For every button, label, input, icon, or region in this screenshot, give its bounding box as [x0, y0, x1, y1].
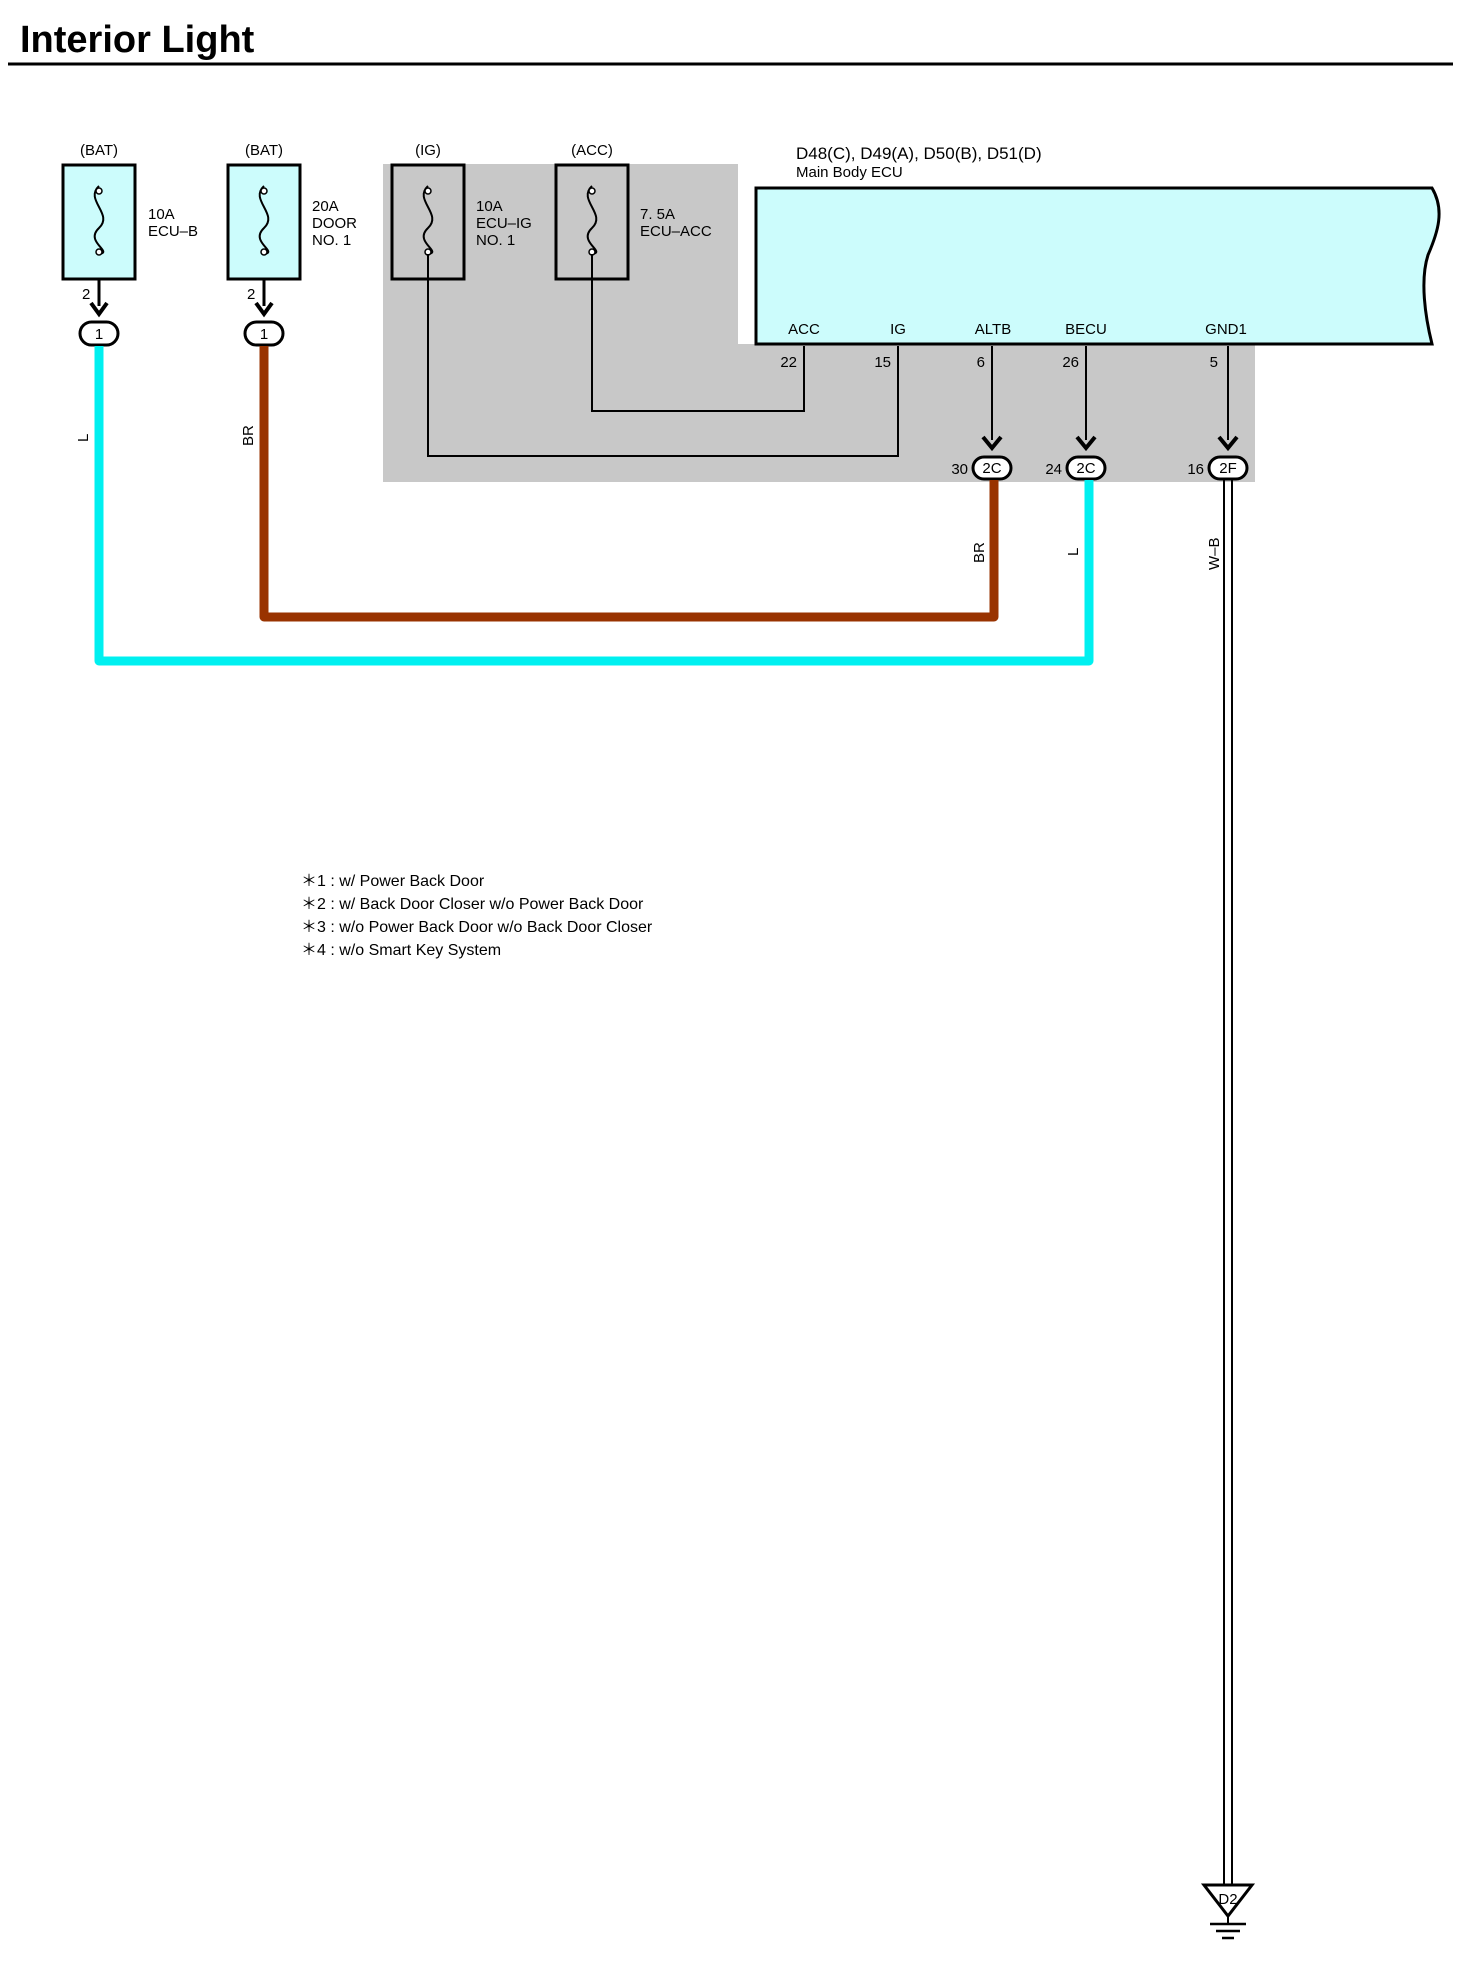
wire-label: W–B [1206, 537, 1223, 570]
terminal-name: GND1 [1205, 321, 1247, 338]
note-line: ＊4 : w/o Smart Key System [301, 942, 501, 959]
wire-label: BR [971, 542, 988, 563]
fuse-source: (ACC) [571, 142, 613, 159]
wire-acc [591, 254, 805, 412]
fuse-name: ECU–IG [476, 215, 532, 232]
terminal-name: IG [890, 321, 906, 338]
fuse-out-pin: 2 [247, 286, 255, 303]
ground-label: D2 [1218, 1891, 1237, 1908]
fuse-icon [586, 185, 598, 255]
note-line: ＊1 : w/ Power Back Door [301, 873, 485, 890]
wire-label: L [1065, 548, 1082, 556]
junction-2c-24: 2C 24 [1045, 346, 1107, 481]
ground-icon: D2 [1200, 1883, 1256, 1940]
fuse-source: (IG) [415, 142, 441, 159]
wire-brown-br [259, 346, 999, 622]
terminal-pin: 5 [1210, 354, 1218, 371]
note-line: ＊3 : w/o Power Back Door w/o Back Door C… [301, 919, 653, 936]
fuse-rating: 20A [312, 198, 339, 215]
main-body-ecu: D48(C), D49(A), D50(B), D51(D) Main Body… [754, 144, 1441, 371]
junction-code: 2F [1219, 460, 1237, 477]
fuse-name-2: NO. 1 [312, 232, 351, 249]
junction-code: 2C [1076, 460, 1095, 477]
ecu-name: Main Body ECU [796, 164, 903, 181]
fuse-icon [422, 185, 434, 255]
terminal-pin: 6 [977, 354, 985, 371]
fuse-name: ECU–B [148, 223, 198, 240]
ecu-connectors: D48(C), D49(A), D50(B), D51(D) [796, 144, 1042, 163]
connector-code: 1 [95, 326, 103, 343]
wire-label: BR [240, 425, 257, 446]
wire-label: L [75, 434, 92, 442]
fuse-source: (BAT) [80, 142, 118, 159]
fuse-source: (BAT) [245, 142, 283, 159]
connector-code: 1 [260, 326, 268, 343]
fuse-icon [258, 185, 270, 255]
junction-code: 2C [982, 460, 1001, 477]
terminal-name: ACC [788, 321, 820, 338]
fuse-rating: 10A [148, 206, 175, 223]
terminal-name: ALTB [975, 321, 1011, 338]
fuse-ecu-b: (BAT) 10A ECU–B 2 1 [61, 142, 198, 347]
note-line: ＊2 : w/ Back Door Closer w/o Power Back … [301, 896, 644, 913]
fuse-name: ECU–ACC [640, 223, 712, 240]
fuse-icon [93, 185, 105, 255]
wire-ig [427, 254, 899, 457]
terminal-name: BECU [1065, 321, 1107, 338]
terminal-pin: 26 [1062, 354, 1079, 371]
terminal-pin: 22 [780, 354, 797, 371]
fuse-name-2: NO. 1 [476, 232, 515, 249]
fuse-name: DOOR [312, 215, 357, 232]
page-title: Interior Light [20, 19, 255, 61]
fuse-ecu-ig-no1: (IG) 10A ECU–IG NO. 1 [390, 142, 532, 281]
fuse-door-no1: (BAT) 20A DOOR NO. 1 2 1 [226, 142, 357, 347]
wire-blue-l [94, 346, 1094, 666]
fuse-rating: 7. 5A [640, 206, 675, 223]
junction-pin: 24 [1045, 461, 1062, 478]
junction-pin: 16 [1187, 461, 1204, 478]
junction-pin: 30 [951, 461, 968, 478]
ecu-box [754, 186, 1441, 346]
junction-2c-30: 2C 30 [951, 346, 1013, 481]
footnotes: ＊1 : w/ Power Back Door ＊2 : w/ Back Doo… [301, 873, 653, 959]
fuse-out-pin: 2 [82, 286, 90, 303]
fuse-rating: 10A [476, 198, 503, 215]
junction-2f-16: 2F 16 [1187, 346, 1249, 481]
terminal-pin: 15 [874, 354, 891, 371]
